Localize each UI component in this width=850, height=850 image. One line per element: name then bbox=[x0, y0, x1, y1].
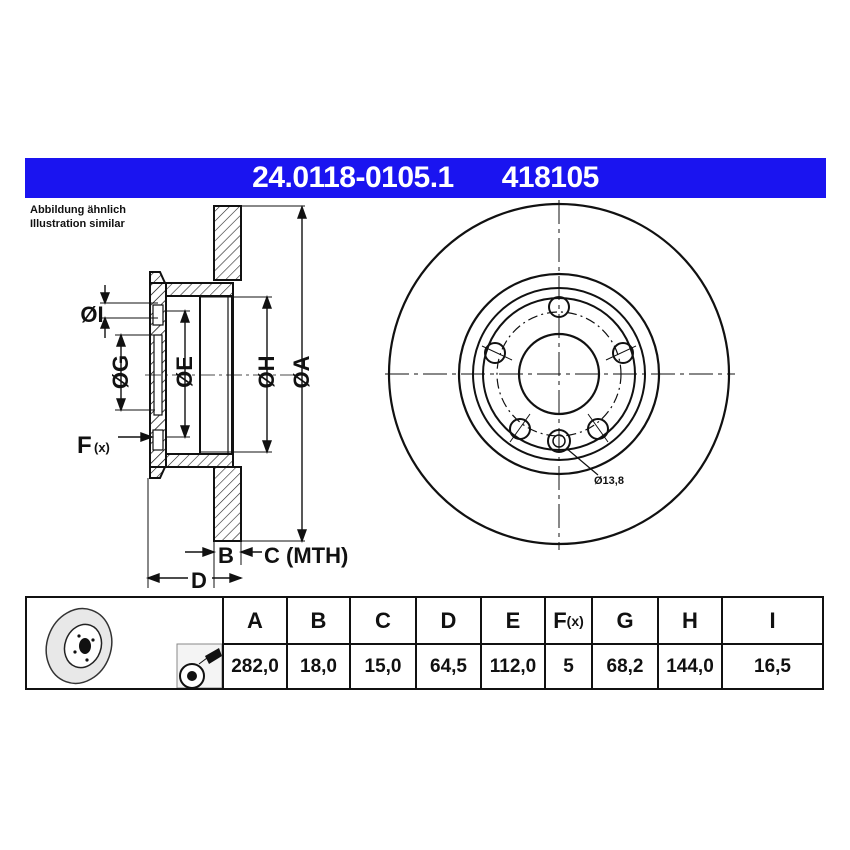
header-G: G bbox=[593, 598, 657, 645]
value-A: 282,0 bbox=[231, 655, 279, 677]
column-C: C 15,0 bbox=[351, 598, 417, 688]
column-A: A 282,0 bbox=[224, 598, 288, 688]
value-I: 16,5 bbox=[754, 655, 791, 677]
value-F: 5 bbox=[563, 655, 574, 677]
brake-disc-thumbnail-icon bbox=[45, 607, 113, 685]
column-G: G 68,2 bbox=[593, 598, 659, 688]
friction-ring-bottom bbox=[213, 466, 242, 542]
hole-diameter-callout: Ø13,8 bbox=[594, 475, 624, 487]
spray-coating-icon bbox=[176, 643, 222, 688]
value-D: 64,5 bbox=[430, 655, 467, 677]
illustration-note: Abbildung ähnlich Illustration similar bbox=[30, 203, 126, 231]
header-C: C bbox=[351, 598, 415, 645]
label-F-subscript: (x) bbox=[94, 440, 110, 455]
friction-ring-top bbox=[213, 205, 242, 281]
dimension-lines bbox=[99, 204, 307, 583]
header-E: E bbox=[482, 598, 544, 645]
bolt-holes bbox=[484, 296, 634, 453]
value-H: 144,0 bbox=[666, 655, 714, 677]
header-B: B bbox=[288, 598, 349, 645]
side-section-view bbox=[100, 205, 305, 588]
header-H: H bbox=[659, 598, 721, 645]
column-D: D 64,5 bbox=[417, 598, 482, 688]
technical-drawing: ØI ØG ØE ØH ØA F (x) B C (MTH) D bbox=[77, 200, 735, 593]
label-diameter-G: ØG bbox=[108, 355, 133, 389]
value-G: 68,2 bbox=[606, 655, 644, 677]
value-E: 112,0 bbox=[489, 655, 537, 677]
header-D: D bbox=[417, 598, 480, 645]
value-B: 18,0 bbox=[300, 655, 337, 677]
note-english: Illustration similar bbox=[30, 218, 125, 230]
label-C-mth: C (MTH) bbox=[264, 543, 348, 568]
label-D: D bbox=[191, 568, 207, 593]
title-banner: 24.0118-0105.1 418105 bbox=[25, 158, 826, 198]
column-I: I 16,5 bbox=[723, 598, 822, 688]
dimension-table: A 282,0 B 18,0 C 15,0 D 64,5 E 112,0 F(x… bbox=[25, 596, 824, 690]
part-number: 24.0118-0105.1 bbox=[252, 161, 454, 194]
label-diameter-I: ØI bbox=[80, 302, 103, 327]
header-F-letter: F bbox=[553, 607, 567, 633]
header-I: I bbox=[723, 598, 822, 645]
front-view bbox=[385, 200, 735, 550]
label-diameter-A: ØA bbox=[289, 355, 314, 388]
note-german: Abbildung ähnlich bbox=[30, 204, 126, 216]
dimension-labels: ØI ØG ØE ØH ØA F (x) B C (MTH) D bbox=[77, 302, 348, 593]
column-B: B 18,0 bbox=[288, 598, 351, 688]
thumbnail-cell bbox=[27, 598, 224, 688]
label-diameter-E: ØE bbox=[172, 356, 197, 388]
article-number: 418105 bbox=[501, 161, 600, 194]
column-F: F(x) 5 bbox=[546, 598, 593, 688]
label-F: F bbox=[77, 432, 92, 459]
column-E: E 112,0 bbox=[482, 598, 546, 688]
label-diameter-H: ØH bbox=[254, 356, 279, 389]
value-C: 15,0 bbox=[364, 655, 402, 677]
header-F: F(x) bbox=[546, 598, 591, 645]
label-B: B bbox=[218, 543, 234, 568]
header-A: A bbox=[224, 598, 286, 645]
header-F-subscript: (x) bbox=[566, 612, 584, 629]
column-H: H 144,0 bbox=[659, 598, 723, 688]
